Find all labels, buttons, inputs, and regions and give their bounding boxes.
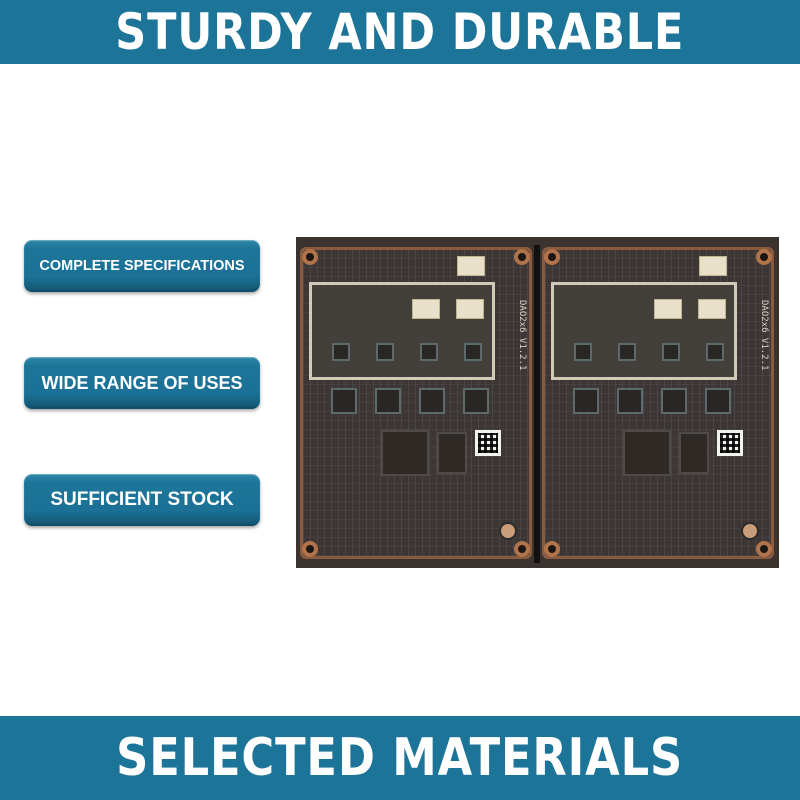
- mounting-hole: [514, 249, 530, 265]
- mounting-hole: [302, 249, 318, 265]
- pcb-board-right: DAO2x6 V1.2.1: [542, 247, 774, 559]
- mounting-hole: [756, 541, 772, 557]
- rf-shield: [309, 282, 495, 380]
- feature-button-complete-specifications[interactable]: COMPLETE SPECIFICATIONS: [24, 240, 260, 292]
- mounting-hole: [756, 249, 772, 265]
- product-image-pcb: DAO2x6 V1.2.1 DAO2x6 V1.2.1: [296, 237, 779, 568]
- mounting-hole: [544, 541, 560, 557]
- processor-chip: [623, 430, 671, 476]
- footer-title: SELECTED MATERIALS: [116, 728, 684, 788]
- memory-chip: [679, 432, 709, 474]
- feature-button-sufficient-stock[interactable]: SUFFICIENT STOCK: [24, 474, 260, 526]
- board-silkscreen-label: DAO2x6 V1.2.1: [517, 300, 527, 371]
- feature-label: COMPLETE SPECIFICATIONS: [39, 258, 245, 274]
- relay: [699, 256, 727, 276]
- mounting-hole: [514, 541, 530, 557]
- board-silkscreen-label: DAO2x6 V1.2.1: [759, 300, 769, 371]
- feature-button-wide-range-of-uses[interactable]: WIDE RANGE OF USES: [24, 357, 260, 409]
- qr-code-sticker: [717, 430, 743, 456]
- header-banner: STURDY AND DURABLE: [0, 0, 800, 64]
- memory-chip: [437, 432, 467, 474]
- mounting-hole: [544, 249, 560, 265]
- capacitor: [741, 522, 759, 540]
- capacitor: [499, 522, 517, 540]
- feature-label: WIDE RANGE OF USES: [41, 372, 243, 393]
- qr-code-sticker: [475, 430, 501, 456]
- pcb-board-left: DAO2x6 V1.2.1: [300, 247, 532, 559]
- rf-shield: [551, 282, 737, 380]
- board-divider: [534, 245, 540, 563]
- mounting-hole: [302, 541, 318, 557]
- relay: [457, 256, 485, 276]
- processor-chip: [381, 430, 429, 476]
- footer-banner: SELECTED MATERIALS: [0, 716, 800, 800]
- header-title: STURDY AND DURABLE: [115, 3, 685, 61]
- feature-label: SUFFICIENT STOCK: [50, 489, 234, 510]
